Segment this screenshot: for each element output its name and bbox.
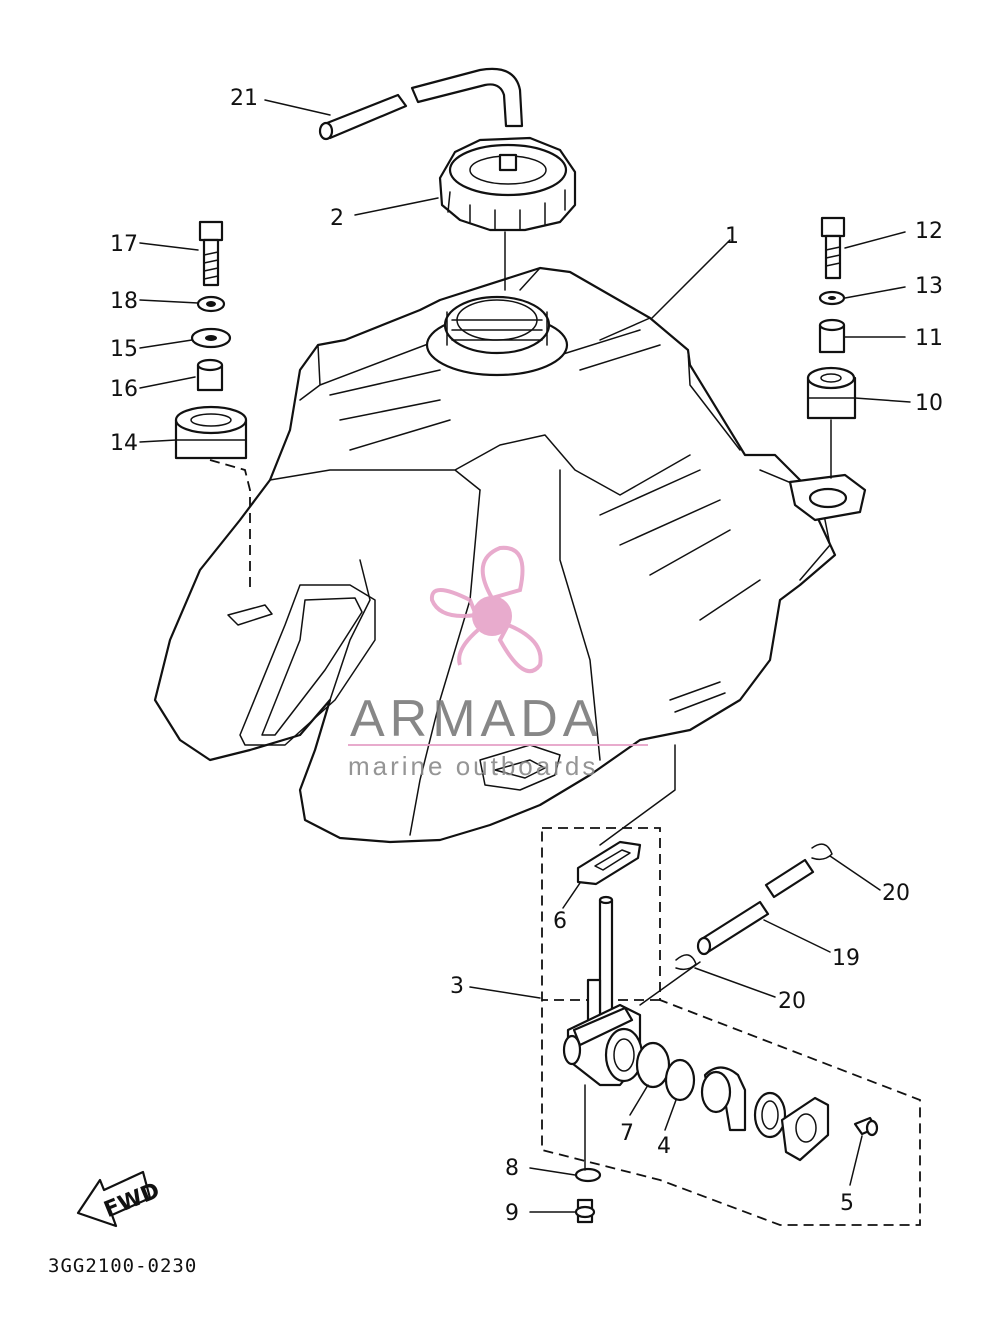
callout-13: 13 (915, 274, 943, 299)
callout-21: 21 (230, 86, 258, 111)
callout-8: 8 (505, 1156, 519, 1181)
callout-17: 17 (110, 232, 138, 257)
callout-16: 16 (110, 377, 138, 402)
left-mount-hardware (174, 220, 251, 590)
fuel-cap (438, 136, 577, 291)
callout-2: 2 (330, 206, 344, 231)
drawing-code: 3GG2100-0230 (48, 1255, 197, 1277)
callout-12: 12 (915, 219, 943, 244)
leader-lines (139, 99, 911, 1213)
callout-9: 9 (505, 1201, 519, 1226)
callout-18: 18 (110, 289, 138, 314)
callout-5: 5 (840, 1191, 854, 1216)
fuel-cock-assembly (541, 744, 921, 1226)
callout-4: 4 (657, 1134, 671, 1159)
right-mount-hardware (806, 216, 857, 479)
callout-6: 6 (553, 909, 567, 934)
callout-20b: 20 (778, 989, 806, 1014)
callout-10: 10 (915, 391, 943, 416)
fuel-tank (153, 266, 867, 844)
callout-7: 7 (620, 1121, 634, 1146)
callout-14: 14 (110, 431, 138, 456)
callout-11: 11 (915, 326, 943, 351)
callout-labels: 1 2 3 4 5 6 7 8 9 10 11 12 13 14 15 16 1… (110, 86, 943, 1226)
callout-1: 1 (725, 224, 739, 249)
callout-3: 3 (450, 974, 464, 999)
callout-19: 19 (832, 946, 860, 971)
breather-hose (318, 67, 524, 141)
watermark-subtitle: marine outboards (348, 751, 598, 781)
callout-20a: 20 (882, 881, 910, 906)
fwd-arrow-icon: FWD (76, 1170, 163, 1228)
armada-watermark: ARMADA marine outboards (348, 545, 648, 781)
propeller-logo-icon (429, 545, 543, 674)
callout-15: 15 (110, 337, 138, 362)
watermark-title: ARMADA (350, 690, 602, 748)
